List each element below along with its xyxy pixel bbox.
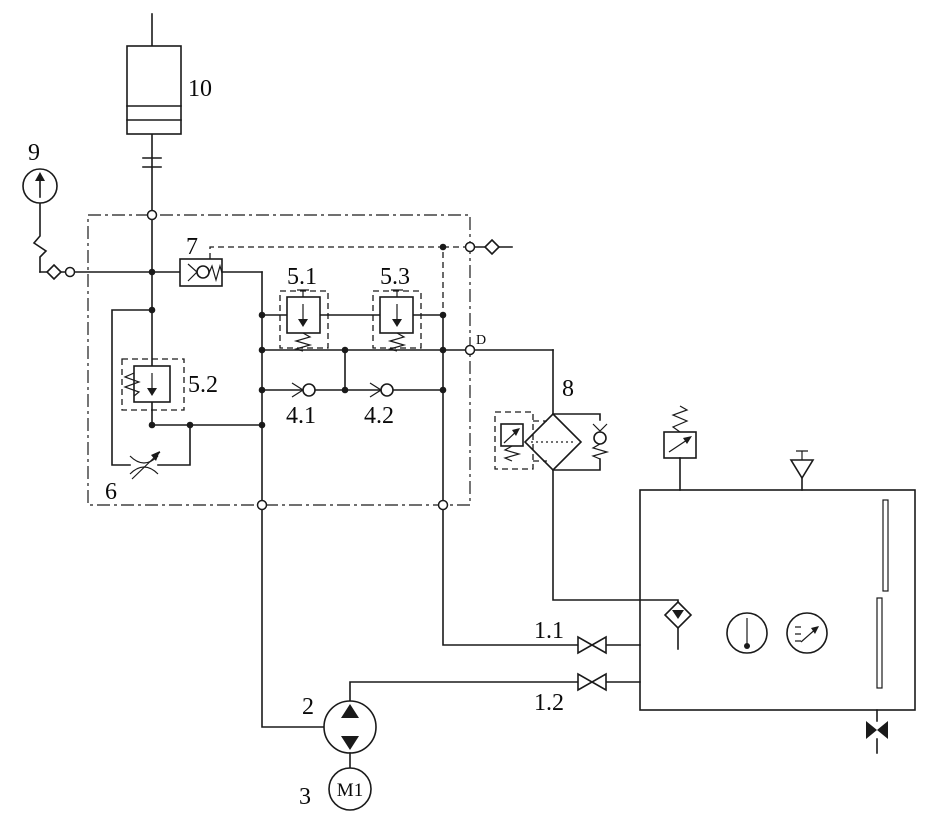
- relief-51-pilot-frame: [279, 290, 329, 349]
- relief53-adjuster: [391, 289, 403, 297]
- valve7-poppet: [196, 265, 210, 279]
- clog-indicator-taps: [533, 420, 547, 462]
- relief52-spring: [123, 372, 141, 397]
- label-motor: 3: [299, 784, 311, 810]
- air-breather: [789, 450, 815, 491]
- port-cylinder: [146, 209, 158, 221]
- label-filter: 8: [562, 376, 574, 402]
- switch-arrow-tip: [683, 436, 692, 444]
- relief53-spring: [387, 332, 407, 352]
- check42-ball: [380, 383, 394, 397]
- piping-lines: [32, 13, 679, 728]
- shutoff-valve-12: [577, 672, 607, 692]
- level-gauge-dial: [786, 612, 828, 654]
- throttle-valve: [129, 451, 161, 480]
- valve12-left-triangle: [577, 672, 594, 692]
- test-coupling-icon: [483, 238, 501, 256]
- pump-triangle-down: [341, 736, 359, 750]
- check-valve-42: [369, 382, 394, 398]
- motor-designation-text: M1: [337, 780, 363, 801]
- relief-valve-51: [286, 289, 321, 352]
- motor-body: [328, 767, 372, 811]
- gauge-needle-tip: [35, 172, 45, 181]
- gauge-isolator-valve-icon: [45, 263, 63, 281]
- electric-motor: [328, 767, 372, 811]
- label-throttle: 6: [105, 479, 117, 505]
- label-pump: 2: [302, 694, 314, 720]
- label-relief-52: 5.2: [188, 372, 218, 398]
- tank-body: [639, 489, 916, 711]
- test-port: [483, 238, 501, 256]
- drain-valve-right: [877, 721, 888, 739]
- drain-valve-left: [866, 721, 877, 739]
- port-return: [437, 499, 449, 511]
- junction-dots: [148, 243, 447, 429]
- bypass-check-ball: [593, 431, 607, 445]
- thermometer: [726, 612, 768, 654]
- port-pump-pressure: [256, 499, 268, 511]
- check-valve-41: [291, 382, 316, 398]
- pump-triangle-up: [341, 704, 359, 718]
- return-diffuser-arrow: [672, 610, 684, 619]
- labels: 10 9 7 5.1 5.3 5.2 4.1 4.2 6 8 D 1.1 1.2…: [28, 76, 574, 810]
- label-pilot-check-valve: 7: [186, 234, 198, 260]
- valve11-left-triangle: [577, 635, 594, 655]
- bypass-check-seat: [592, 423, 608, 432]
- clog-indicator-arrow-tip: [512, 428, 520, 436]
- label-valve-12: 1.2: [534, 690, 564, 716]
- thermometer-bulb: [744, 643, 750, 649]
- switch-spring: [671, 405, 689, 433]
- cylinder-piston: [126, 105, 182, 121]
- reservoir-tank: [639, 405, 916, 754]
- level-temperature-switch: [663, 405, 697, 491]
- breather-cap: [796, 450, 808, 460]
- label-valve-11: 1.1: [534, 618, 564, 644]
- manifold-boundary-box: [87, 214, 471, 506]
- relief-valve-52: [123, 365, 171, 403]
- clog-indicator-spring: [503, 445, 522, 462]
- port-d: [464, 344, 476, 356]
- clog-indicator-frame: [494, 411, 534, 470]
- label-relief-51: 5.1: [287, 264, 317, 290]
- hose-coupling-symbol: [142, 157, 162, 168]
- valve11-right-triangle: [590, 635, 607, 655]
- label-check-42: 4.2: [364, 403, 394, 429]
- relief-valve-53: [379, 289, 414, 352]
- return-filter: [494, 411, 610, 472]
- shutoff-valve-11: [577, 635, 607, 655]
- breather-funnel: [789, 459, 815, 480]
- check41-ball: [302, 383, 316, 397]
- throttle-arrow-tip: [151, 451, 160, 461]
- relief52-arrow-tip: [147, 388, 157, 396]
- valve7-spring: [208, 263, 223, 283]
- relief51-adjuster: [297, 289, 309, 297]
- label-relief-53: 5.3: [380, 264, 410, 290]
- relief51-arrow-tip: [298, 319, 308, 327]
- valve12-right-triangle: [590, 672, 607, 692]
- label-port-d: D: [476, 333, 486, 348]
- level-gauge-needle-tip: [811, 626, 819, 634]
- relief-52-pilot-frame: [121, 358, 185, 411]
- label-pressure-gauge: 9: [28, 140, 40, 166]
- boundary-ports: [64, 209, 476, 511]
- relief51-spring: [293, 332, 313, 352]
- level-gauge: [786, 612, 828, 654]
- drain-valve: [866, 709, 888, 754]
- filter-bypass-line: [552, 413, 601, 471]
- sight-glass-lower: [876, 597, 883, 689]
- label-cylinder: 10: [188, 76, 212, 102]
- label-check-41: 4.1: [286, 403, 316, 429]
- level-gauge-ticks: [795, 626, 801, 642]
- port-test: [464, 241, 476, 253]
- relief53-arrow-tip: [392, 319, 402, 327]
- hydraulic-pump: [323, 700, 377, 769]
- pilot-check-valve: [179, 258, 223, 287]
- pressure-gauge: [22, 168, 63, 281]
- bypass-check-spring: [591, 443, 610, 460]
- sight-glass-upper: [882, 499, 889, 592]
- port-gauge: [64, 266, 76, 278]
- hydraulic-cylinder: [126, 45, 182, 135]
